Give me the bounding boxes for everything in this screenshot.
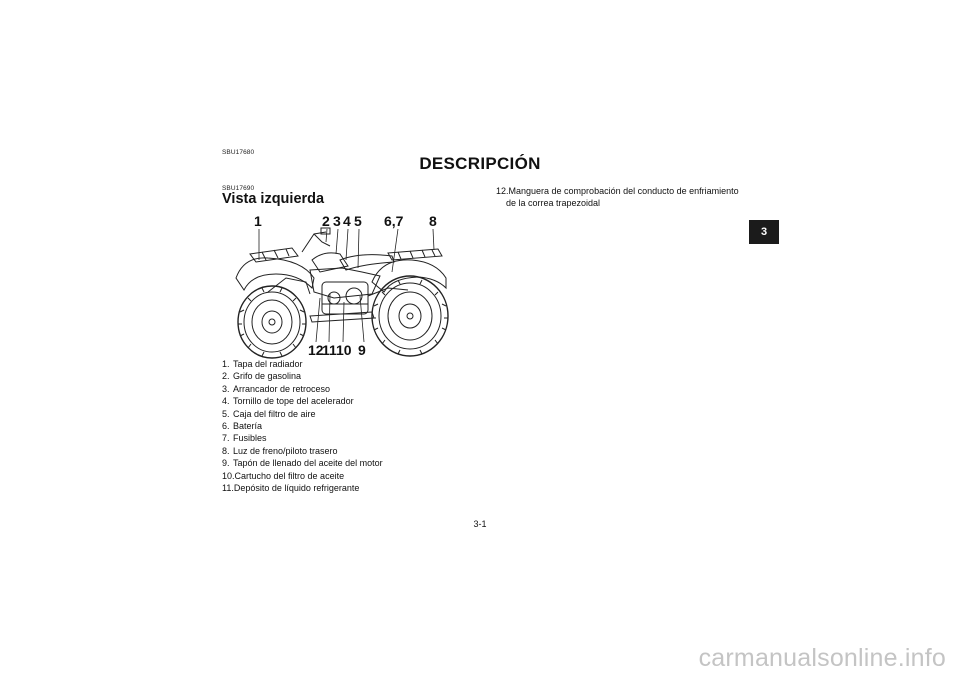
legend-item: 9.Tapón de llenado del aceite del motor <box>222 458 383 469</box>
callout-4: 4 <box>343 213 351 229</box>
legend-item: 8.Luz de freno/piloto trasero <box>222 445 338 456</box>
legend-item: 10.Cartucho del filtro de aceite <box>222 470 345 481</box>
callout-2: 2 <box>322 213 330 229</box>
page-number: 3-1 <box>473 519 487 529</box>
callout-leaders <box>258 228 435 343</box>
legend-item: 1.Tapa del radiador <box>222 359 303 369</box>
rear-fender <box>371 259 447 293</box>
front-fender <box>235 257 315 291</box>
side-panel <box>309 267 381 299</box>
rear-frame <box>367 287 409 297</box>
legend-item: 7.Fusibles <box>222 433 267 444</box>
callout-9: 9 <box>358 342 366 358</box>
rear-wheel <box>371 275 449 357</box>
atv-left-view-illustration: 1 2 3 4 5 6,7 8 12 11 10 9 <box>222 212 458 360</box>
watermark: carmanualsonline.info <box>698 644 946 672</box>
front-wheel <box>237 285 307 359</box>
seat <box>339 254 395 271</box>
rear-rack <box>387 248 443 261</box>
callout-6-7: 6,7 <box>384 213 404 229</box>
page-title: DESCRIPCIÓN <box>419 154 541 173</box>
callout-3: 3 <box>333 213 341 229</box>
legend-item: 3.Arrancador de retroceso <box>222 383 331 394</box>
parts-legend: 1.Tapa del radiador 2.Grifo de gasolina … <box>222 358 383 494</box>
callout-1: 1 <box>254 213 262 229</box>
callout-12: 12 <box>308 342 324 358</box>
legend-item: 11.Depósito de líquido refrigerante <box>222 483 360 494</box>
legend-item-continued: 12.Manguera de comprobación del conducto… <box>496 186 739 208</box>
fuel-tank <box>311 252 349 273</box>
section-code: SBU17690 <box>222 185 255 192</box>
legend-item: 5.Caja del filtro de aire <box>222 408 316 419</box>
atv-drawing: 1 2 3 4 5 6,7 8 12 11 10 9 <box>235 213 449 359</box>
front-rack <box>249 247 299 263</box>
callout-8: 8 <box>429 213 437 229</box>
callout-5: 5 <box>354 213 362 229</box>
document-code: SBU17680 <box>222 149 255 156</box>
legend-item: 6.Batería <box>222 421 263 432</box>
section-title: Vista izquierda <box>222 191 325 207</box>
front-suspension <box>267 277 311 295</box>
legend-item: 2.Grifo de gasolina <box>222 371 302 382</box>
callout-10: 10 <box>336 342 352 358</box>
callout-11: 11 <box>322 342 337 358</box>
legend-item: 4.Tornillo de tope del acelerador <box>222 396 354 407</box>
chapter-tab: 3 <box>749 220 779 244</box>
handlebar <box>301 227 331 253</box>
